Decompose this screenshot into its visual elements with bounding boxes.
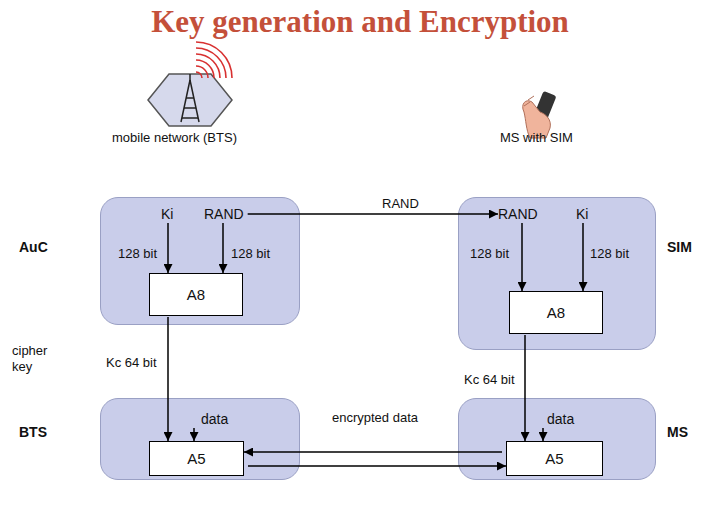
signal-arrow <box>524 335 526 441</box>
algorithm-name: A5 <box>187 450 205 467</box>
signal-arrow <box>248 213 498 215</box>
signal-arrow <box>248 465 506 467</box>
signal-name: RAND <box>498 206 538 222</box>
edge-label: encrypted data <box>330 410 420 426</box>
signal-arrow <box>222 223 224 273</box>
component-box: BTSdataA5 <box>100 398 300 480</box>
signal-text: data <box>547 411 574 427</box>
signal-name: RAND <box>204 206 244 222</box>
edge-label: 128 bit <box>590 246 629 262</box>
edge-label: Kc 64 bit <box>106 355 157 371</box>
signal-arrow <box>542 428 544 441</box>
caption-label: MS with SIM <box>500 130 573 146</box>
signal-arrow <box>193 428 195 441</box>
algorithm-box: A5 <box>506 441 603 476</box>
component-box: MSdataA5 <box>458 398 656 480</box>
bts-icon <box>148 42 232 126</box>
signal-arrow <box>244 451 502 453</box>
signal-text: data <box>201 411 228 427</box>
box-heading: BTS <box>19 424 47 440</box>
signal-text: RAND <box>204 206 244 222</box>
fingers <box>524 96 534 106</box>
signal-arrow <box>582 223 584 291</box>
signal-name: Ki <box>576 206 588 222</box>
algorithm-name: A8 <box>547 304 565 321</box>
signal-text: Ki <box>161 206 173 222</box>
diagram-title: Key generation and Encryption <box>0 4 720 40</box>
algorithm-name: A5 <box>545 450 563 467</box>
box-heading: SIM <box>667 239 692 255</box>
caption-label: cipher key <box>12 343 62 375</box>
box-heading: MS <box>667 424 688 440</box>
edge-label: 128 bit <box>231 246 270 262</box>
algorithm-box: A8 <box>509 291 603 334</box>
edge-label: RAND <box>382 196 419 212</box>
component-box: SIMRANDKiA8 <box>458 197 656 350</box>
signal-name: data <box>201 411 228 427</box>
caption-label: mobile network (BTS) <box>112 130 237 146</box>
algorithm-box: A5 <box>149 441 244 476</box>
edge-label: Kc 64 bit <box>464 372 515 388</box>
algorithm-name: A8 <box>187 286 205 303</box>
signal-name: data <box>547 411 574 427</box>
signal-arrow <box>167 317 169 441</box>
signal-arrow <box>167 223 169 273</box>
cell-hexagon <box>148 74 232 126</box>
edge-label: 128 bit <box>118 246 157 262</box>
edge-label: 128 bit <box>470 246 509 262</box>
algorithm-box: A8 <box>149 273 243 316</box>
box-heading: AuC <box>19 239 48 255</box>
signal-text: RAND <box>498 206 538 222</box>
signal-arrow <box>521 223 523 291</box>
radio-waves <box>196 42 232 78</box>
signal-name: Ki <box>161 206 173 222</box>
tower-symbol <box>181 74 199 122</box>
signal-text: Ki <box>576 206 588 222</box>
